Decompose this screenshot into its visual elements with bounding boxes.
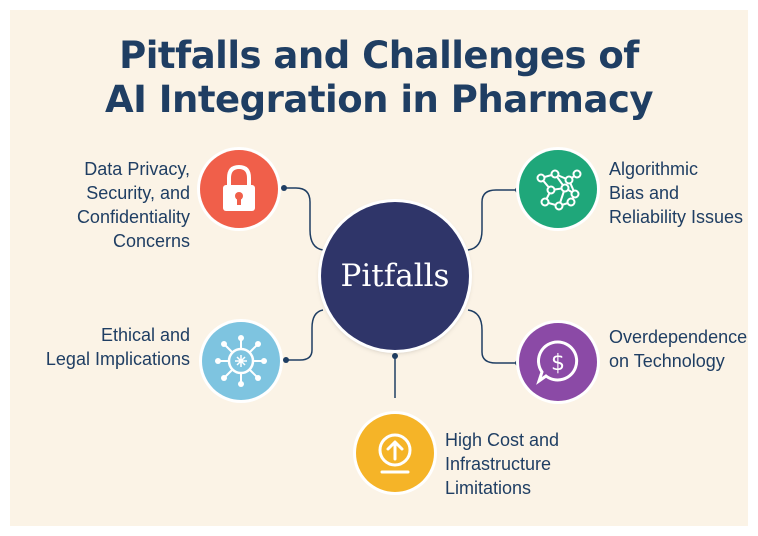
ethics-node (202, 322, 280, 400)
connector-overdependence (467, 309, 518, 364)
title-line-1: Pitfalls and Challenges of (119, 34, 639, 77)
center-hub: Pitfalls (321, 202, 469, 350)
privacy-node (200, 150, 278, 228)
center-label: Pitfalls (340, 258, 450, 294)
bias-node (519, 150, 597, 228)
ethics-label: Ethical and Legal Implications (45, 325, 190, 369)
dollar-chat-icon: $ (536, 340, 579, 385)
connector-dot (283, 357, 289, 363)
connector-privacy (284, 187, 324, 251)
cost-node (356, 414, 434, 492)
overdependence-label: Overdependence on Technology (609, 327, 748, 371)
ai-brain-icon (215, 335, 267, 387)
svg-text:$: $ (551, 351, 565, 376)
connector-ethics (286, 309, 324, 361)
neural-network-icon (536, 169, 582, 211)
privacy-label: Data Privacy, Security, and Confidential… (76, 159, 190, 251)
connector-bias (467, 189, 518, 251)
lock-icon (223, 164, 255, 211)
upload-arrow-icon (378, 433, 412, 474)
overdependence-node: $ (519, 323, 597, 401)
infographic-canvas: Pitfalls and Challenges of AI Integratio… (10, 10, 748, 526)
cost-label: High Cost and Infrastructure Limitations (445, 430, 560, 498)
connector-dot (392, 353, 398, 359)
title-line-2: AI Integration in Pharmacy (104, 78, 654, 121)
page-title: Pitfalls and Challenges of AI Integratio… (10, 34, 748, 122)
bias-label: Algorithmic Bias and Reliability Issues (609, 159, 744, 227)
connector-dot (281, 185, 287, 191)
